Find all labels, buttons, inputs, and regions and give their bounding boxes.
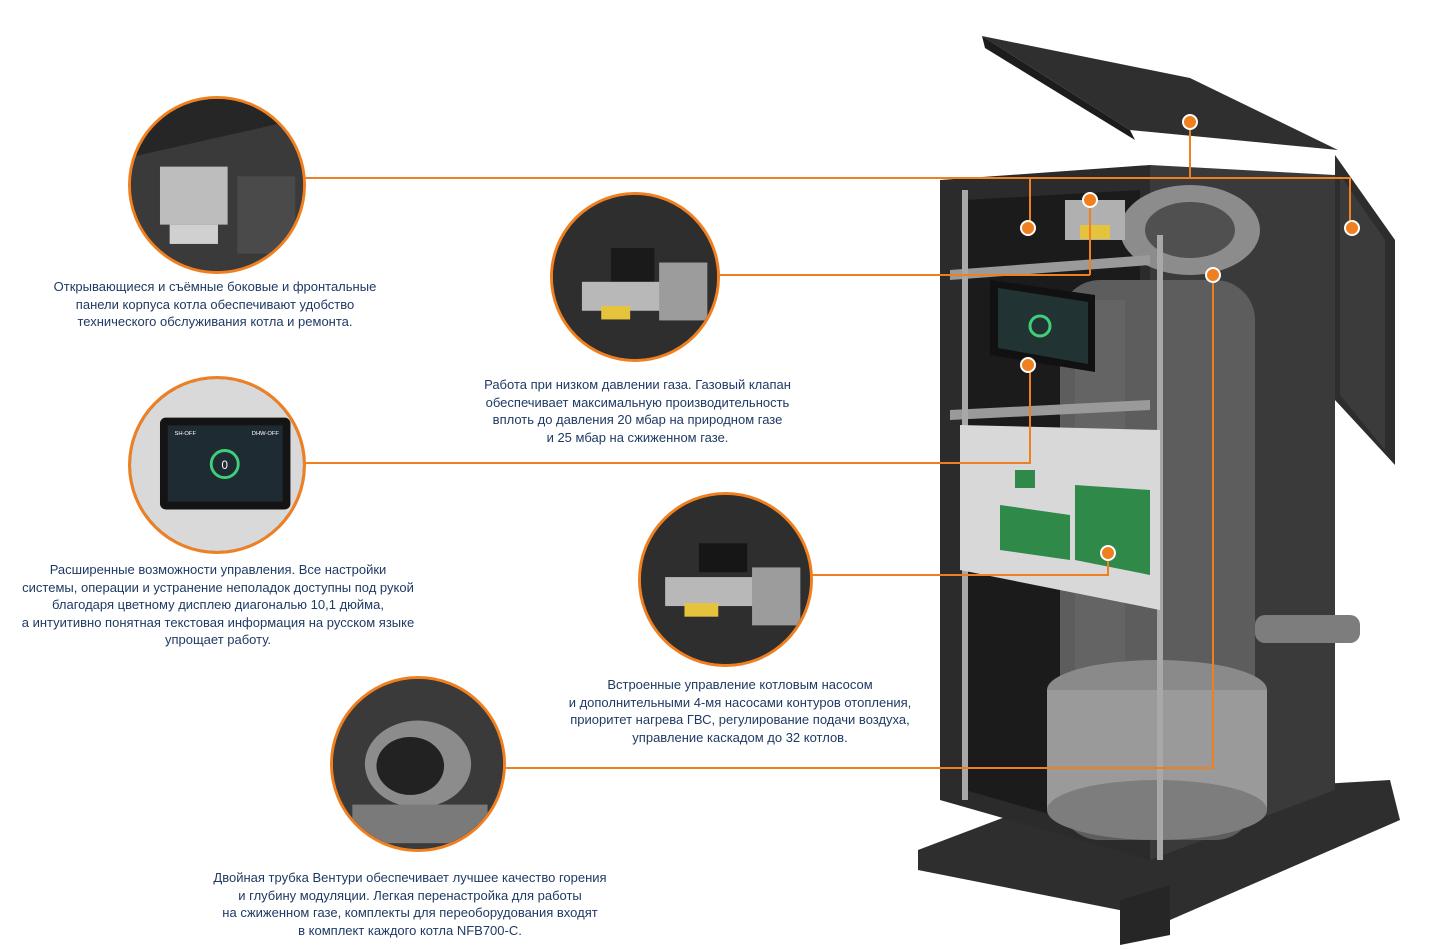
venturi-detail-circle	[330, 676, 506, 852]
gas-valve-detail-circle	[550, 192, 720, 362]
panel-detail-circle	[128, 96, 306, 274]
control-display-detail-icon: 0 SH-OFF DHW-OFF	[131, 379, 303, 551]
gas-valve-detail-icon	[553, 195, 717, 359]
hotspot-fan	[1205, 267, 1221, 283]
hotspot-left-panel	[1020, 220, 1036, 236]
hotspot-gas-valve	[1082, 192, 1098, 208]
display-description: Расширенные возможности управления. Все …	[21, 562, 415, 647]
display-left-title: SH-OFF	[174, 431, 196, 437]
hotspot-board	[1100, 545, 1116, 561]
hotspot-right-door	[1344, 220, 1360, 236]
display-right-title: DHW-OFF	[252, 431, 280, 437]
controller-board-detail-icon	[641, 495, 810, 664]
display-center-value: 0	[222, 460, 228, 472]
board-detail-circle	[638, 492, 813, 667]
venturi-fan-detail-icon	[333, 679, 503, 849]
gas-description: Работа при низком давлении газа. Газовый…	[484, 377, 791, 445]
display-detail-circle: 0 SH-OFF DHW-OFF	[128, 376, 306, 554]
hotspot-display	[1020, 357, 1036, 373]
pumps-description: Встроенные управление котловым насосом и…	[568, 677, 912, 745]
boiler-panel-detail-icon	[131, 99, 303, 271]
venturi-description: Двойная трубка Вентури обеспечивает лучш…	[213, 870, 607, 938]
panels-description: Открывающиеся и съёмные боковые и фронта…	[53, 279, 377, 329]
hotspot-lid	[1182, 114, 1198, 130]
